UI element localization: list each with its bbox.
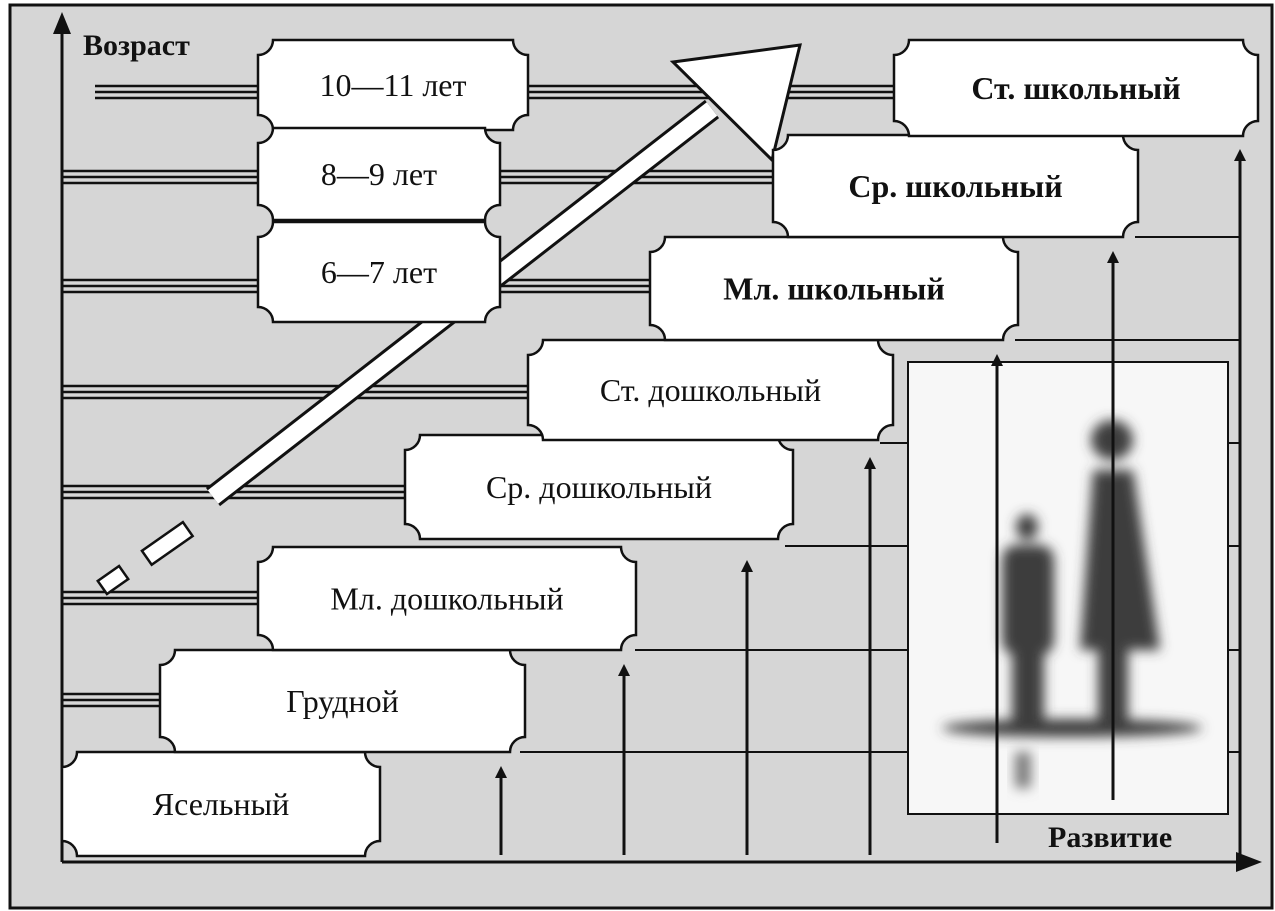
stage-box-label: Ст. школьный [971, 70, 1180, 106]
y-axis-arrow-icon [53, 12, 71, 34]
silhouette-photo [907, 361, 1229, 815]
age-box: 8—9 лет [256, 126, 502, 222]
stage-box: Ст. дошкольный [526, 338, 895, 442]
stage-box: Грудной [158, 648, 527, 754]
age-box-label: 6—7 лет [321, 254, 437, 290]
stage-box: Мл. дошкольный [256, 545, 638, 652]
stage-box: Ясельный [60, 750, 382, 858]
age-box-label: 10—11 лет [320, 67, 467, 103]
stage-box-frame [256, 545, 638, 652]
stage-box-frame [526, 338, 895, 442]
development-arrows [495, 149, 1246, 858]
age-box: 10—11 лет [256, 38, 530, 132]
stage-box-label: Мл. дошкольный [330, 581, 563, 617]
age-box-frame [256, 38, 530, 132]
age-level-line [62, 169, 773, 185]
age-box: 6—7 лет [256, 220, 502, 324]
stage-box-label: Ср. дошкольный [486, 469, 712, 505]
stage-box-frame [158, 648, 527, 754]
stage-box: Ст. школьный [892, 38, 1260, 138]
stage-box-frame [60, 750, 382, 858]
stage-box-label: Ясельный [153, 786, 289, 822]
stage-box-label: Ср. школьный [848, 168, 1062, 204]
stage-box-frame [771, 133, 1140, 239]
x-axis-label: Развитие [1048, 821, 1172, 854]
age-level-line [62, 692, 160, 708]
age-level-line [62, 278, 650, 294]
y-axis-label: Возраст [83, 29, 190, 62]
stage-box: Ср. дошкольный [403, 433, 795, 541]
stage-box-label: Мл. школьный [723, 271, 945, 307]
stage-box-frame [892, 38, 1260, 138]
stage-box-frame [403, 433, 795, 541]
axes: Возраст Развитие [53, 12, 1262, 872]
silhouette-adult-icon [1080, 420, 1160, 735]
age-box-frame [256, 220, 502, 324]
age-box-frame [256, 126, 502, 222]
stage-box: Мл. школьный [648, 235, 1020, 342]
age-box-label: 8—9 лет [321, 156, 437, 192]
age-level-line [62, 384, 528, 400]
stage-box: Ср. школьный [771, 133, 1140, 239]
stage-box-label: Ст. дошкольный [600, 372, 821, 408]
stage-box-label: Грудной [286, 683, 399, 719]
stage-box-frame [648, 235, 1020, 342]
silhouette-child-icon [1002, 514, 1054, 732]
x-axis-arrow-icon [1236, 852, 1262, 872]
age-level-line [62, 590, 258, 606]
